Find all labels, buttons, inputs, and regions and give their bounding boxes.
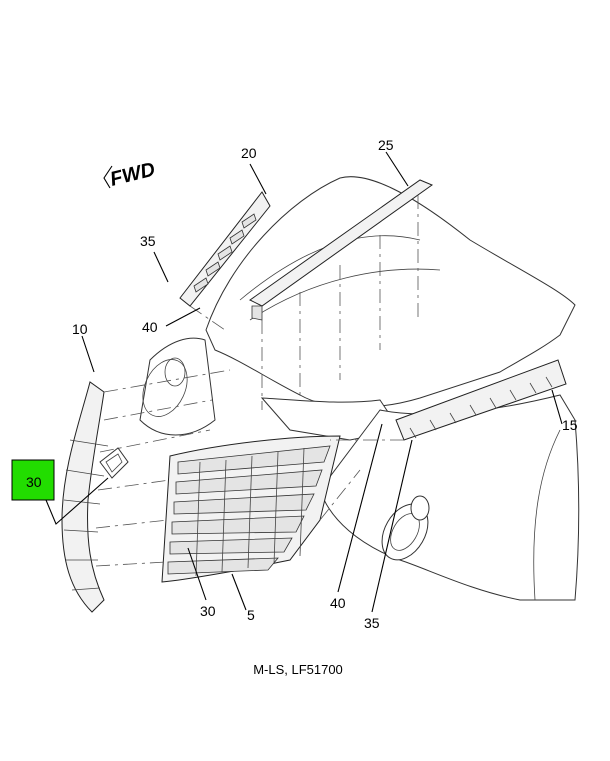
- highlight-box: [11, 459, 55, 501]
- fwd-label: FWD: [108, 158, 158, 190]
- upper-grille-panel: [179, 191, 271, 307]
- callout-40-lower[interactable]: 40: [330, 595, 346, 611]
- emblem-bracket: [99, 447, 129, 479]
- grille-shell: [61, 381, 109, 613]
- callout-30-lower[interactable]: 30: [200, 603, 216, 619]
- callout-5[interactable]: 5: [247, 607, 255, 623]
- leader-lines: [45, 151, 563, 613]
- hood-trim-strip: [249, 179, 434, 321]
- callout-35-upper[interactable]: 35: [140, 233, 156, 249]
- main-grille: [161, 435, 341, 583]
- callout-30-highlighted[interactable]: 30: [26, 474, 42, 490]
- side-vent-strip: [395, 359, 567, 441]
- callout-25[interactable]: 25: [378, 137, 394, 153]
- callout-10[interactable]: 10: [72, 321, 88, 337]
- hood-body: [139, 176, 580, 601]
- callout-20[interactable]: 20: [241, 145, 257, 161]
- callout-15[interactable]: 15: [562, 417, 578, 433]
- fwd-direction-marker: FWD: [103, 158, 158, 191]
- figure-caption: M-LS, LF51700: [253, 662, 343, 677]
- callout-35-lower[interactable]: 35: [364, 615, 380, 631]
- callouts: 20 25 35 40 10 30 15 30 5 40 35: [26, 137, 578, 631]
- fwd-arrow-icon: [103, 165, 113, 189]
- callout-40-upper[interactable]: 40: [142, 319, 158, 335]
